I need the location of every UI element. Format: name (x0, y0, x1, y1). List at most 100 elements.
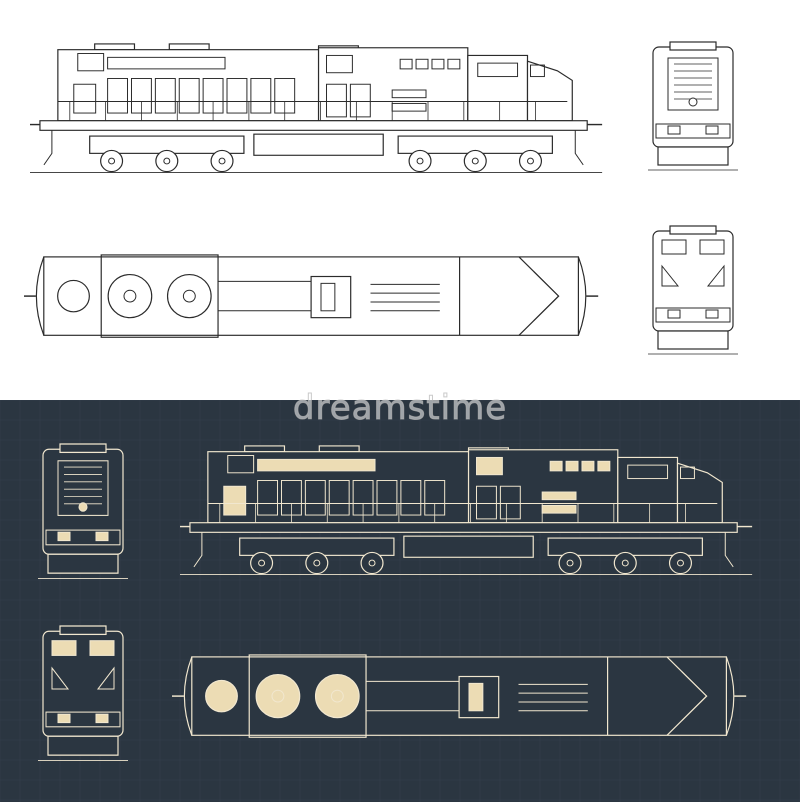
pilot (45, 529, 121, 546)
wheel (210, 149, 234, 173)
bogie (47, 553, 119, 574)
roof-box (94, 43, 136, 51)
access-door (326, 83, 347, 118)
fan-hub (271, 689, 285, 703)
exhaust-hatch (310, 275, 352, 319)
end-panel (57, 460, 109, 516)
louver (391, 89, 427, 99)
wheel-hub (368, 559, 376, 567)
grille (77, 53, 105, 72)
deck (189, 522, 738, 533)
side-elevation-light (30, 43, 603, 173)
small-window (399, 58, 413, 70)
cab-window (627, 464, 669, 480)
pilot (655, 123, 731, 139)
cab-window (477, 62, 519, 78)
windshield-right (89, 640, 115, 656)
windshield-left (661, 239, 687, 255)
roof-box (318, 445, 360, 453)
access-door (400, 480, 422, 516)
end-panel (667, 57, 719, 111)
small-window (431, 58, 445, 70)
windshield-right (699, 239, 725, 255)
horn (688, 97, 698, 107)
access-door (349, 83, 371, 118)
small-window (415, 58, 429, 70)
wheel (668, 551, 693, 575)
grille (227, 455, 255, 474)
wheel (408, 149, 432, 173)
access-door (304, 480, 326, 516)
marker-light (57, 531, 71, 542)
bogie (657, 146, 729, 166)
nose-inner (533, 271, 560, 321)
radiator-section (248, 654, 367, 738)
cab (617, 456, 679, 524)
headlight-right (96, 666, 115, 690)
dark-drawings (0, 400, 800, 802)
access-door (154, 78, 176, 114)
bogie (47, 735, 119, 756)
wheel-hub (258, 559, 266, 567)
radiator-door (223, 485, 247, 516)
end-body (42, 448, 124, 555)
side-elevation-dark (180, 445, 753, 575)
light-drawings (24, 41, 738, 355)
marker-light (705, 309, 719, 319)
radiator-fan (107, 273, 153, 319)
vent-panel (326, 54, 353, 74)
marker-light (705, 125, 719, 135)
headlight-left (51, 666, 70, 690)
nose-inner (681, 671, 708, 721)
access-door (226, 78, 248, 114)
wheel-hub (313, 559, 321, 567)
access-door (499, 485, 521, 520)
wheel-hub (163, 157, 171, 165)
roof-box (168, 43, 210, 51)
exhaust-stack (320, 282, 336, 312)
marker-light (667, 125, 681, 135)
radiator-fan (314, 673, 360, 719)
windshield-left (51, 640, 77, 656)
steps (43, 130, 53, 166)
steps (574, 130, 584, 166)
marker-light (667, 309, 681, 319)
rear-end (35, 256, 45, 336)
wheel-hub (527, 157, 534, 165)
access-door (178, 78, 200, 114)
wheel-hub (416, 157, 424, 165)
wheel (360, 551, 384, 575)
marker-light (57, 713, 71, 724)
nose-window (529, 64, 545, 78)
roof-cap (59, 625, 107, 636)
small-window (581, 460, 595, 472)
end-body (652, 46, 734, 148)
window-band (107, 56, 226, 70)
light-blueprint-panel (0, 0, 800, 400)
wheel (100, 149, 124, 173)
wheel-hub (471, 157, 479, 165)
wheel (250, 551, 274, 575)
marker-light (95, 713, 109, 724)
fuel-tank (253, 133, 384, 156)
louver (541, 504, 577, 514)
radiator-section (100, 254, 219, 338)
front-end (725, 656, 735, 736)
wheel (155, 149, 179, 173)
cab (467, 54, 529, 122)
wheel (463, 149, 487, 173)
headlight-left (661, 264, 680, 287)
wheel-hub (677, 559, 684, 567)
steps (724, 532, 734, 568)
louver (541, 491, 577, 501)
wheel (558, 551, 582, 575)
small-window (565, 460, 579, 472)
fan (205, 679, 238, 713)
fuel-tank (403, 535, 534, 558)
roof-cap (59, 443, 107, 454)
nose (676, 462, 723, 524)
pilot (45, 711, 121, 728)
vent-panel (476, 456, 503, 476)
small-window (597, 460, 611, 472)
